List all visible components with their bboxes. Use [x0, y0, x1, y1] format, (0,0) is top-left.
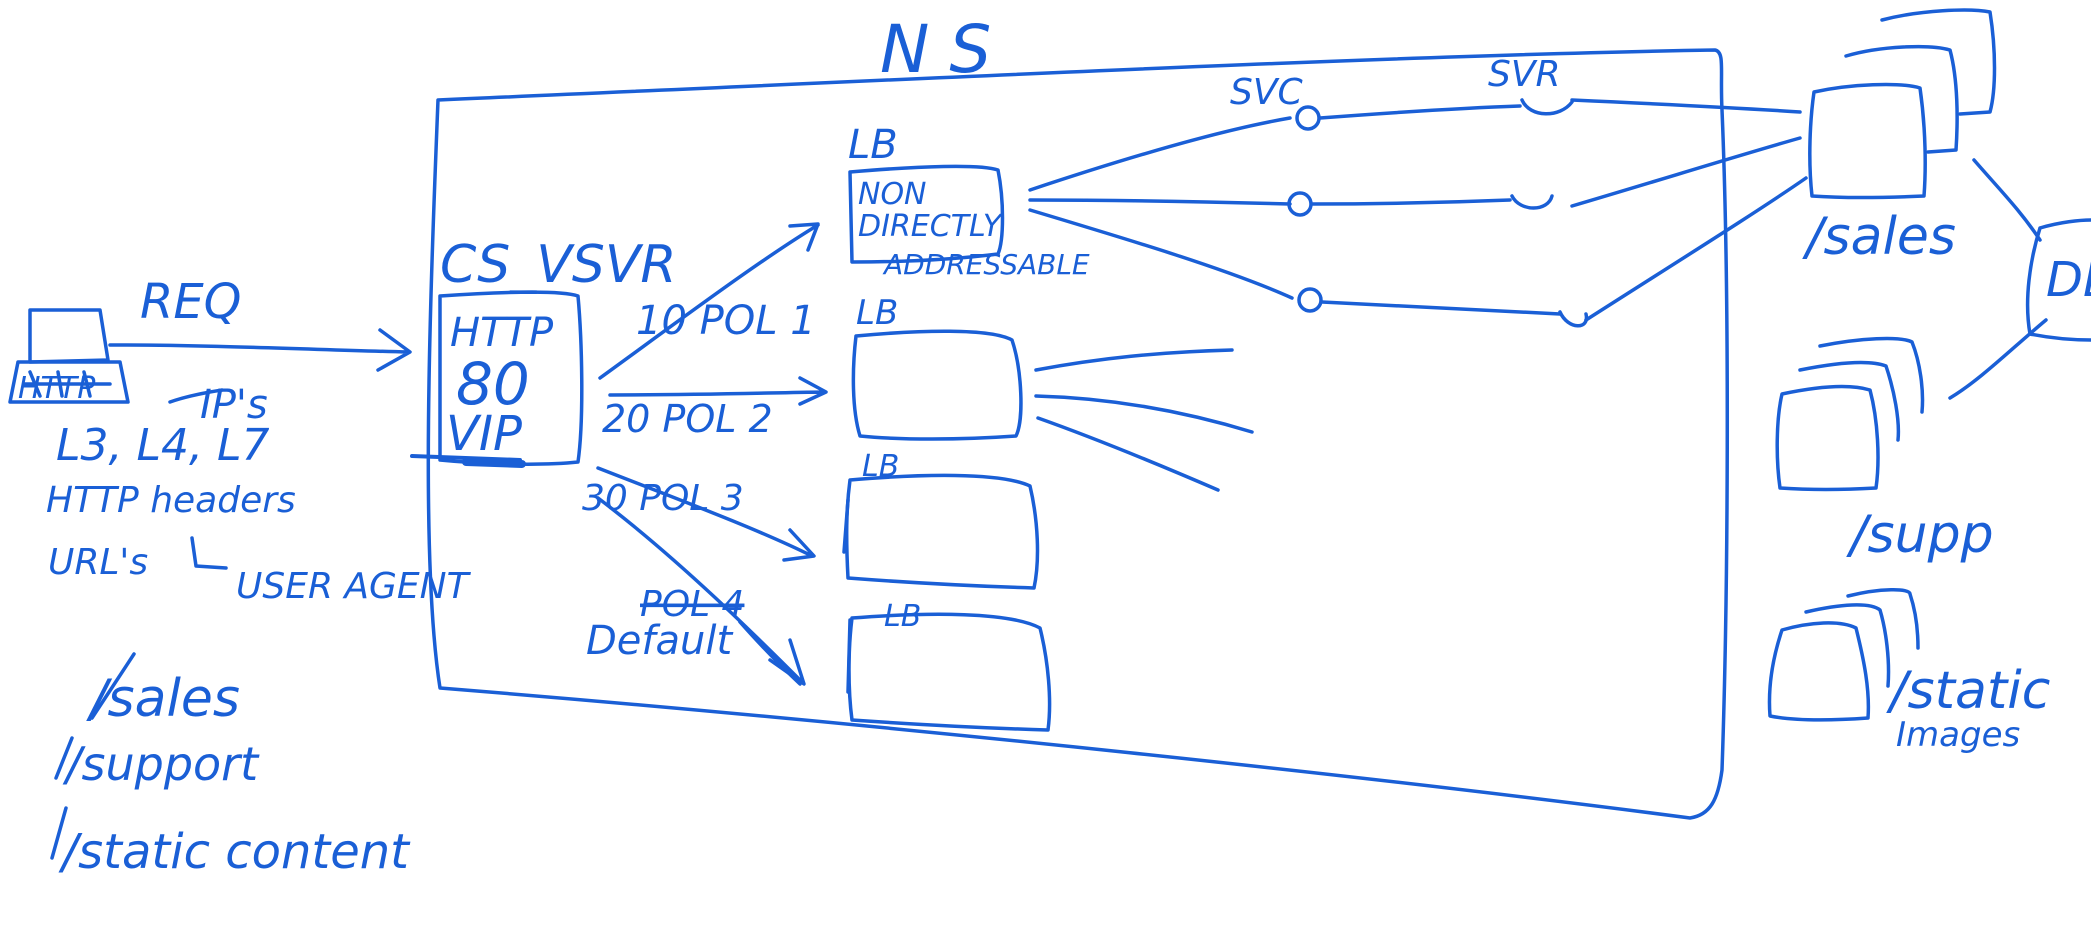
lb2-label: LB: [856, 293, 898, 333]
pol2-label: 20 POL 2: [602, 397, 773, 441]
pol3-arrow: [596, 466, 816, 562]
lb2-fanout: [1034, 348, 1254, 492]
static-server-label: /static: [1886, 661, 2050, 721]
user-agent-bracket: [190, 536, 228, 570]
lb1-label: LB: [848, 122, 898, 168]
path-static: /static content: [58, 824, 411, 880]
db-label: DB: [2046, 252, 2091, 308]
pol1-label: 10 POL 1: [636, 298, 816, 344]
pol1-arrow: [598, 222, 820, 380]
svc-node-3: [1297, 287, 1323, 313]
pol3-label: 30 POL 3: [582, 478, 744, 519]
vip-label: VIP: [446, 406, 522, 462]
svc-node-2: [1287, 191, 1313, 217]
db-links: [1948, 158, 2048, 400]
client-laptop-icon: [8, 308, 130, 404]
ips-label: IP's: [200, 382, 268, 428]
user-agent-label: USER AGENT: [236, 566, 472, 607]
lb1-line2: DIRECTLY: [858, 209, 1004, 244]
req-arrow: [108, 328, 412, 372]
svr-node-2: [1510, 194, 1554, 210]
svr-label: SVR: [1488, 54, 1561, 95]
svr-node-1: [1520, 98, 1574, 116]
supp-server-stack-icon: [1775, 336, 1925, 492]
static-server-stack-icon: [1767, 587, 1920, 722]
path-support: /support: [62, 737, 260, 791]
lb4-box: [847, 612, 1052, 732]
ips-bracket: [168, 388, 224, 404]
supp-server-label: /supp: [1846, 505, 1994, 565]
client-label: HTTP: [18, 371, 96, 406]
lb3-label: LB: [862, 449, 899, 484]
sales-server-label: /sales: [1802, 207, 1956, 267]
lb2-box: [851, 329, 1023, 441]
vip-http: HTTP: [450, 310, 554, 356]
ns-boundary: [426, 48, 1730, 820]
req-label: REQ: [140, 274, 241, 330]
cs-vsvr-label: CS_VSVR: [440, 235, 677, 295]
lb1-line1: NON: [858, 177, 927, 212]
sales-server-stack-icon: [1808, 8, 1997, 200]
static-images-label: Images: [1896, 715, 2020, 755]
svc-to-svr: [1310, 104, 1562, 316]
vip-port: 80: [456, 350, 530, 418]
svc-label: SVC: [1230, 72, 1303, 113]
svr-node-3: [1558, 310, 1589, 328]
path-sales: /sales: [86, 669, 240, 729]
pol2-arrow: [608, 376, 828, 406]
http-headers-label: HTTP headers: [46, 480, 296, 521]
lb1-to-svc: [1028, 116, 1294, 300]
lb4-label: LB: [884, 599, 921, 634]
ns-title: NS: [880, 11, 1011, 88]
lb3-box: [844, 473, 1040, 590]
lb1-line3: ADDRESSABLE: [882, 248, 1090, 281]
pol-struck-label: POL 4: [640, 584, 744, 625]
db-icon: [2025, 218, 2091, 342]
svr-to-sales: [1570, 98, 1808, 322]
layers-label: L3, L4, L7: [56, 420, 269, 471]
urls-label: URL's: [48, 542, 148, 583]
default-label: Default: [586, 618, 733, 664]
lb1-box: [848, 164, 1005, 264]
